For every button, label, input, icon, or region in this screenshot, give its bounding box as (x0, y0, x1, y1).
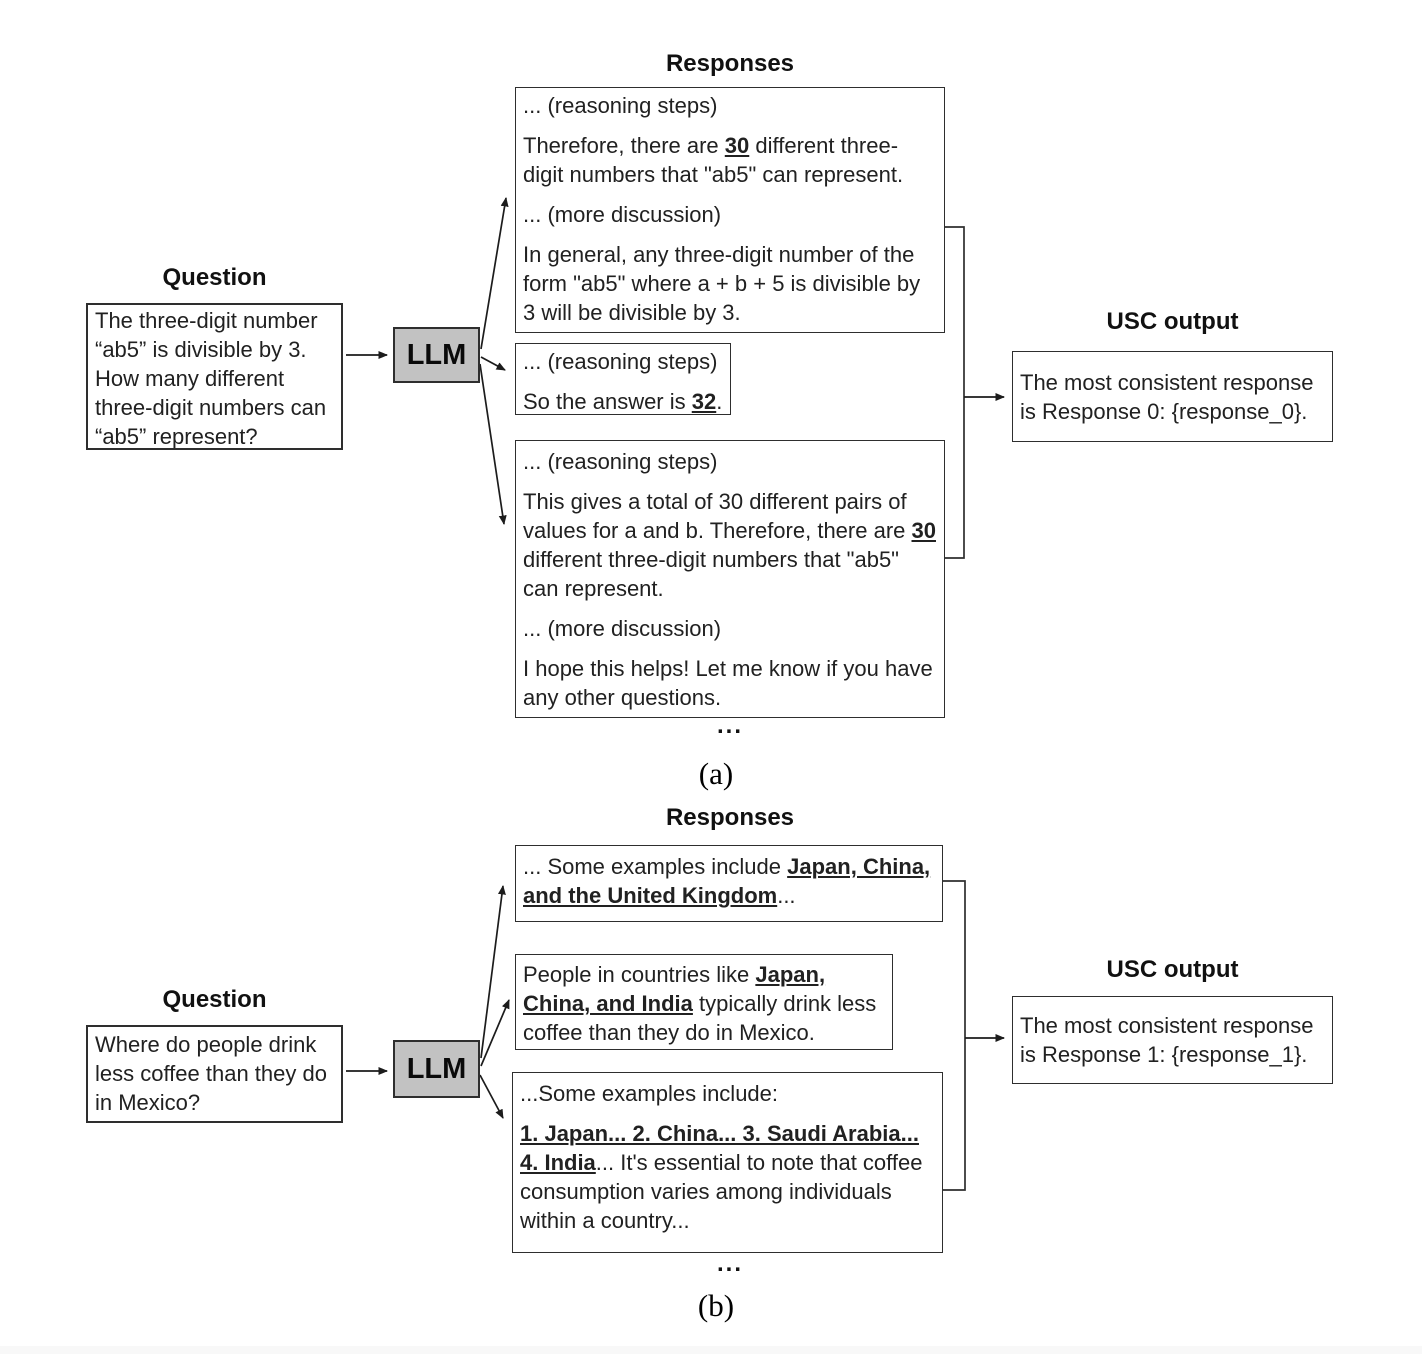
llm-box-a: LLM (393, 327, 480, 383)
llm-box-b: LLM (393, 1040, 480, 1098)
response-box-a-1: ... (reasoning steps)So the answer is 32… (515, 343, 731, 415)
arrow-llm-to-response-b-2 (479, 1074, 504, 1119)
usc-output-heading-a: USC output (1106, 308, 1239, 335)
response-box-b-1: People in countries like Japan, China, a… (515, 954, 893, 1050)
response-box-b-2: ...Some examples include:1. Japan... 2. … (512, 1072, 943, 1253)
arrow-llm-to-response-a-0 (480, 197, 509, 350)
question-box-b: Where do people drink less coffee than t… (86, 1025, 343, 1123)
bracket-responses-b (943, 880, 966, 1191)
subfigure-caption-b: (b) (697, 1288, 735, 1323)
usc-output-box-a: The most consistent response is Response… (1012, 351, 1333, 442)
question-text-a: The three-digit number “ab5” is divisibl… (95, 308, 327, 449)
usc-output-text-a: The most consistent response is Response… (1020, 369, 1314, 424)
arrow-llm-to-response-a-1 (480, 356, 506, 371)
llm-label-a: LLM (406, 338, 467, 371)
more-responses-ellipsis-a: ... (716, 712, 743, 739)
question-heading-a: Question (162, 264, 267, 291)
subfigure-caption-a: (a) (698, 756, 734, 791)
usc-output-heading-b: USC output (1106, 956, 1239, 983)
question-heading-b: Question (162, 986, 267, 1013)
more-responses-ellipsis-b: ... (716, 1250, 743, 1277)
usc-output-text-b: The most consistent response is Response… (1020, 1013, 1314, 1067)
llm-label-b: LLM (406, 1052, 467, 1085)
arrow-llm-to-response-b-0 (480, 885, 506, 1059)
arrow-llm-to-response-a-2 (479, 363, 507, 525)
response-box-a-2: ... (reasoning steps)This gives a total … (515, 440, 945, 718)
bottom-edge-strip (0, 1346, 1422, 1354)
response-box-a-0: ... (reasoning steps)Therefore, there ar… (515, 87, 945, 333)
responses-heading-a: Responses (665, 50, 795, 77)
arrow-llm-to-response-b-1 (480, 999, 510, 1067)
usc-output-box-b: The most consistent response is Response… (1012, 996, 1333, 1084)
question-box-a: The three-digit number “ab5” is divisibl… (86, 303, 343, 450)
response-box-b-0: ... Some examples include Japan, China, … (515, 845, 943, 922)
responses-heading-b: Responses (665, 804, 795, 831)
bracket-responses-a (945, 226, 965, 559)
question-text-b: Where do people drink less coffee than t… (95, 1032, 327, 1115)
